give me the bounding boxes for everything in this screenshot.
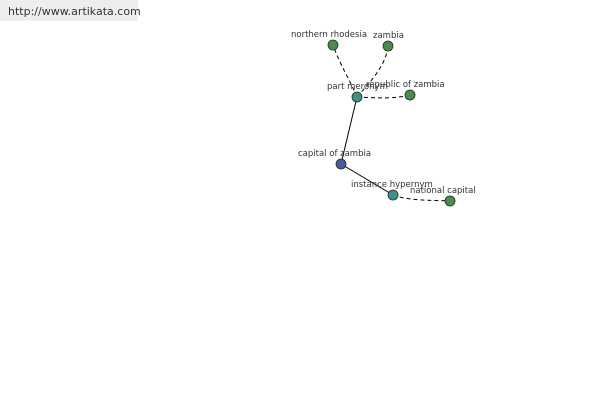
node-capital-of-zambia[interactable]: [335, 158, 347, 170]
node-republic-of-zambia[interactable]: [404, 89, 416, 101]
node-part-meronym[interactable]: [351, 91, 363, 103]
node-label-national-capital[interactable]: national capital: [410, 186, 476, 196]
node-label-part-meronym[interactable]: part meronym: [327, 82, 388, 92]
node-northern-rhodesia[interactable]: [327, 39, 339, 51]
node-national-capital[interactable]: [444, 195, 456, 207]
node-label-republic-of-zambia[interactable]: republic of zambia: [366, 80, 445, 90]
node-zambia[interactable]: [382, 40, 394, 52]
node-label-instance-hypernym[interactable]: instance hypernym: [351, 180, 433, 190]
edge-capital-of-zambia-to-instance-hypernym: [340, 163, 394, 196]
url-bar: http://www.artikata.com: [0, 0, 141, 21]
nodes-layer: [327, 39, 456, 207]
node-label-northern-rhodesia[interactable]: northern rhodesia: [291, 30, 367, 40]
edge-part-meronym-to-republic-of-zambia: [356, 94, 411, 99]
node-instance-hypernym[interactable]: [387, 189, 399, 201]
labels-layer: northern rhodesia zambia part meronymrepub…: [291, 30, 476, 196]
node-label-capital-of-zambia[interactable]: capital of zambia: [298, 149, 371, 159]
edges-layer: [332, 44, 451, 202]
site-url[interactable]: http://www.artikata.com: [8, 5, 141, 18]
node-label-zambia[interactable]: zambia: [373, 31, 404, 41]
edge-capital-of-zambia-to-part-meronym: [340, 96, 358, 165]
